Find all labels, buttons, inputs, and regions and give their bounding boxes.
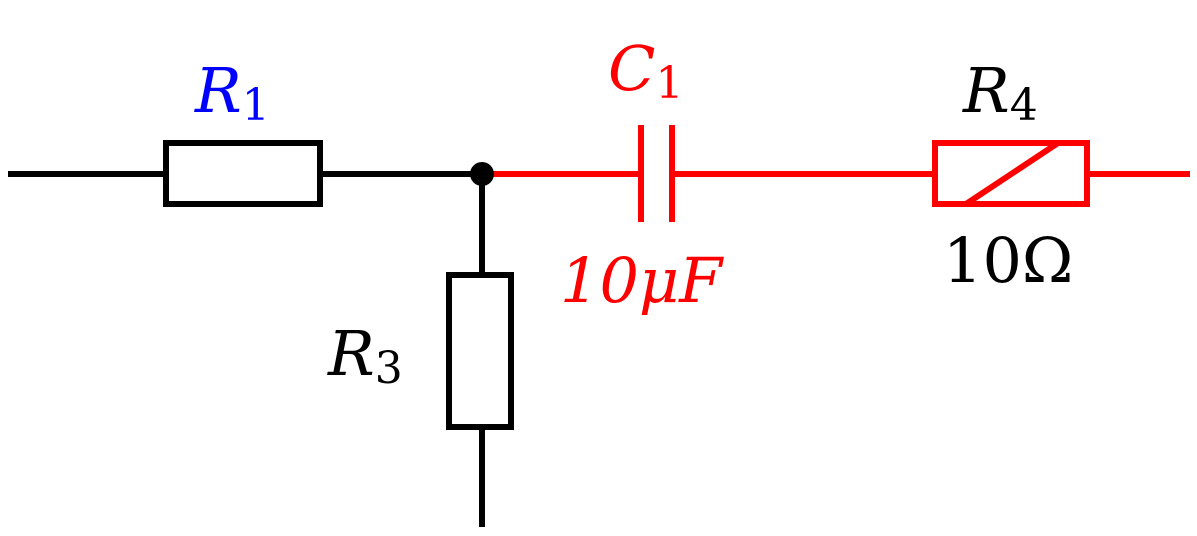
label-r1: R1 (194, 54, 270, 131)
resistor-r1 (163, 140, 323, 207)
label-c1: C1 (608, 32, 683, 109)
label-r3: R3 (327, 317, 403, 394)
value-c1: 10μF (560, 244, 724, 317)
resistor-r4-variable-slash (964, 140, 1060, 207)
value-r4: 10Ω (943, 224, 1073, 297)
label-r4: R4 (962, 54, 1038, 131)
resistor-r3 (446, 272, 514, 430)
junction-node (470, 162, 494, 186)
